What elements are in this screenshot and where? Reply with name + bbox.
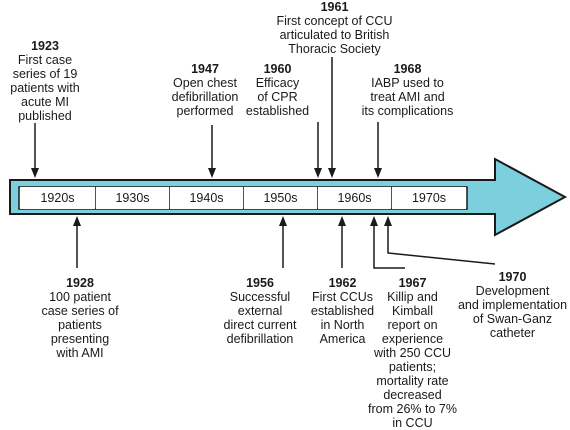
pointer-1970 bbox=[384, 216, 496, 265]
event-year: 1947 bbox=[191, 62, 219, 76]
event-text: Open chest defibrillation performed bbox=[171, 76, 239, 118]
event-year: 1968 bbox=[393, 62, 422, 76]
event-1947: 1947 Open chest defibrillation performed bbox=[135, 62, 275, 118]
event-year: 1956 bbox=[246, 276, 274, 290]
event-text: First case series of 19 patients with ac… bbox=[10, 53, 80, 123]
event-year: 1970 bbox=[498, 270, 527, 284]
event-text: First CCUs established in North America bbox=[310, 290, 375, 346]
event-year: 1961 bbox=[320, 0, 349, 14]
event-text: Development and implementation of Swan-G… bbox=[457, 284, 568, 340]
decade-1970s: 1970s bbox=[392, 187, 466, 209]
event-text: First concept of CCU articulated to Brit… bbox=[276, 14, 393, 56]
event-1960: 1960 Efficacy of CPR established bbox=[245, 62, 310, 118]
event-1967: 1967 Killip and Kimball report on experi… bbox=[365, 276, 460, 430]
pointer-1967 bbox=[370, 216, 405, 269]
event-text: Efficacy of CPR established bbox=[245, 76, 310, 118]
decade-1950s: 1950s bbox=[244, 187, 317, 209]
event-year: 1962 bbox=[328, 276, 357, 290]
event-year: 1923 bbox=[31, 39, 59, 53]
decade-1940s: 1940s bbox=[170, 187, 243, 209]
event-year: 1928 bbox=[66, 276, 94, 290]
event-year: 1967 bbox=[398, 276, 427, 290]
event-text: IABP used to treat AMI and its complicat… bbox=[361, 76, 454, 118]
event-1962: 1962 First CCUs established in North Ame… bbox=[305, 276, 380, 346]
event-1968: 1968 IABP used to treat AMI and its comp… bbox=[350, 62, 465, 118]
event-1928: 1928 100 patient case series of patients… bbox=[30, 276, 130, 360]
event-text: 100 patient case series of patients pres… bbox=[41, 290, 119, 360]
event-1956: 1956 Successful external direct current … bbox=[210, 276, 310, 346]
event-1970: 1970 Development and implementation of S… bbox=[455, 270, 570, 340]
decade-1930s: 1930s bbox=[96, 187, 169, 209]
event-1961: 1961 First concept of CCU articulated to… bbox=[262, 0, 407, 56]
event-text: Killip and Kimball report on experience … bbox=[368, 290, 457, 430]
decade-1920s: 1920s bbox=[20, 187, 95, 209]
decade-1960s: 1960s bbox=[318, 187, 391, 209]
event-1923: 1923 First case series of 19 patients wi… bbox=[0, 39, 90, 123]
event-year: 1960 bbox=[263, 62, 292, 76]
event-text: Successful external direct current defib… bbox=[223, 290, 297, 346]
